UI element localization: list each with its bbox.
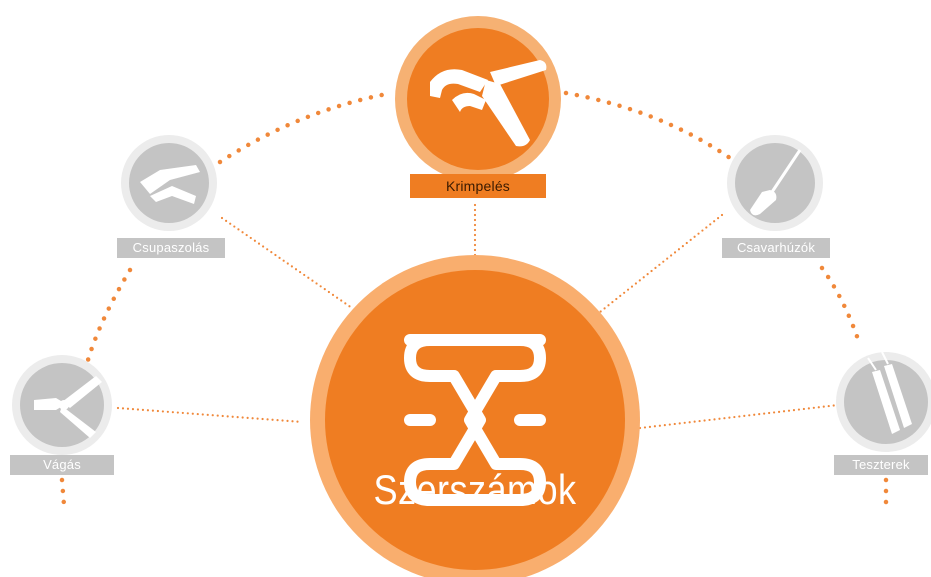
arc-connector xyxy=(85,267,133,363)
arc-connector xyxy=(59,477,67,508)
spoke-connector xyxy=(638,403,840,430)
label-csavarhuzok[interactable]: Csavarhúzók xyxy=(722,238,830,258)
spoke-connector xyxy=(220,216,354,310)
node-teszterek[interactable] xyxy=(836,351,931,452)
label-csupaszolas[interactable]: Csupaszolás xyxy=(117,238,225,258)
node-vagas[interactable] xyxy=(12,355,112,455)
tester-probe-icon xyxy=(867,351,912,434)
center-title: Szerszámok xyxy=(373,466,577,513)
center-hub[interactable] xyxy=(310,255,640,577)
wire-stripper-icon xyxy=(140,165,200,204)
spoke-connector xyxy=(598,213,724,314)
arc-connector xyxy=(819,265,863,348)
node-csupaszolas[interactable] xyxy=(121,135,217,231)
spoke-connector xyxy=(116,406,304,424)
label-vagas[interactable]: Vágás xyxy=(10,455,114,475)
node-csavarhuzok[interactable] xyxy=(727,135,823,231)
arc-connector xyxy=(563,90,733,161)
arc-connector xyxy=(217,90,395,165)
node-krimpeles[interactable] xyxy=(395,16,561,182)
label-krimpeles[interactable]: Krimpelés xyxy=(410,174,546,198)
crimping-pliers-icon xyxy=(430,60,547,147)
screwdriver-icon xyxy=(750,149,802,216)
label-teszterek[interactable]: Teszterek xyxy=(834,455,928,475)
cutting-pliers-icon xyxy=(34,376,102,438)
chain-link-icon xyxy=(404,334,546,506)
